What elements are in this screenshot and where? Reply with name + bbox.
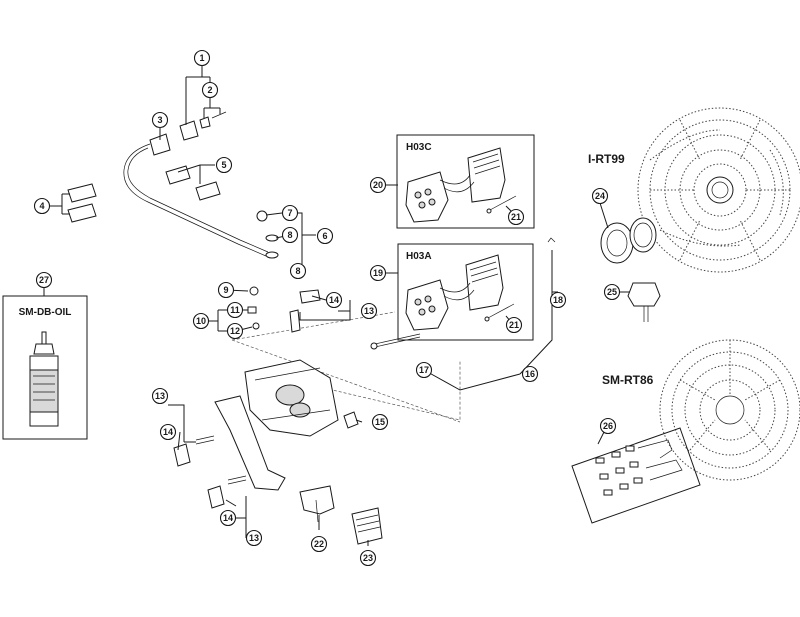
svg-text:9: 9 (223, 285, 228, 295)
svg-text:23: 23 (363, 553, 373, 563)
svg-text:14: 14 (329, 295, 339, 305)
pad-pin-drawing (370, 237, 556, 350)
svg-text:13: 13 (155, 391, 165, 401)
callout-4: 4 (33, 197, 51, 215)
svg-text:7: 7 (287, 208, 292, 218)
svg-text:10: 10 (196, 316, 206, 326)
svg-text:14: 14 (163, 427, 173, 437)
svg-text:2: 2 (207, 85, 212, 95)
callout-15: 15 (371, 413, 389, 431)
callout-8-upper: 8 (281, 226, 299, 244)
svg-text:25: 25 (607, 287, 617, 297)
callout-10: 10 (192, 312, 210, 330)
svg-text:11: 11 (230, 305, 240, 315)
svg-text:20: 20 (373, 180, 383, 190)
oil-bottle-drawing (29, 331, 59, 427)
pad-group-top-title: H03C (406, 142, 432, 153)
svg-text:8: 8 (287, 230, 292, 240)
callout-6: 6 (316, 227, 334, 245)
svg-text:12: 12 (230, 326, 240, 336)
rotor-top-drawing (637, 107, 800, 273)
svg-text:15: 15 (375, 417, 385, 427)
svg-text:5: 5 (221, 160, 226, 170)
svg-text:16: 16 (525, 369, 535, 379)
callout-27: 27 (35, 271, 53, 289)
oil-box-title: SM-DB-OIL (19, 307, 72, 318)
lockring-part (600, 217, 657, 264)
callout-24: 24 (591, 187, 609, 205)
pad-bottom-drawing (405, 254, 515, 331)
callout-2: 2 (201, 81, 219, 99)
svg-text:27: 27 (39, 275, 49, 285)
callout-21-bottom: 21 (505, 316, 523, 334)
callout-9: 9 (217, 281, 235, 299)
pad-group-top-box (396, 134, 535, 229)
pad-top-drawing (405, 147, 517, 223)
callout-14-middle: 14 (159, 423, 177, 441)
svg-text:17: 17 (419, 365, 429, 375)
svg-text:21: 21 (509, 320, 519, 330)
callout-3: 3 (151, 111, 169, 129)
rotor-bolt-kit-box (571, 427, 701, 524)
callout-21-top: 21 (507, 208, 525, 226)
svg-text:18: 18 (553, 295, 563, 305)
svg-text:14: 14 (223, 513, 233, 523)
caliper-drawing (231, 286, 461, 437)
callout-23: 23 (359, 549, 377, 567)
lockring-tool-part (627, 282, 661, 322)
svg-text:3: 3 (157, 115, 162, 125)
callout-26: 26 (599, 417, 617, 435)
callout-18: 18 (549, 291, 567, 309)
rotor-bottom-drawing (659, 339, 800, 481)
svg-text:13: 13 (249, 533, 259, 543)
callout-13-middle: 13 (151, 387, 169, 405)
svg-text:8: 8 (295, 266, 300, 276)
brake-hose-drawing (123, 111, 279, 259)
callout-14-lower: 14 (219, 509, 237, 527)
callout-13-lower: 13 (245, 529, 263, 547)
hose-cover-drawing (67, 165, 221, 223)
callout-1: 1 (193, 49, 211, 67)
pad-spring-and-pad-drawing (299, 485, 383, 545)
svg-text:21: 21 (511, 212, 521, 222)
svg-text:1: 1 (199, 53, 204, 63)
callout-11: 11 (226, 301, 244, 319)
callout-25: 25 (603, 283, 621, 301)
svg-text:22: 22 (314, 539, 324, 549)
callout-17: 17 (415, 361, 433, 379)
oil-box (2, 295, 88, 440)
svg-text:4: 4 (39, 201, 44, 211)
callout-16: 16 (521, 365, 539, 383)
callout-19: 19 (369, 264, 387, 282)
pad-group-bottom-box (397, 243, 534, 341)
svg-text:6: 6 (322, 231, 327, 241)
svg-text:26: 26 (603, 421, 613, 431)
pad-group-bottom-title: H03A (406, 251, 432, 262)
callout-7: 7 (281, 204, 299, 222)
svg-text:13: 13 (364, 306, 374, 316)
callout-12: 12 (226, 322, 244, 340)
callout-8-lower: 8 (289, 262, 307, 280)
callout-14-upper: 14 (325, 291, 343, 309)
rotor-bottom-title: SM-RT86 (602, 373, 654, 387)
callout-13-upper: 13 (360, 302, 378, 320)
svg-text:24: 24 (595, 191, 605, 201)
callout-5: 5 (215, 156, 233, 174)
rotor-top-title: I-RT99 (588, 152, 625, 166)
callout-20: 20 (369, 176, 387, 194)
svg-text:19: 19 (373, 268, 383, 278)
callout-22: 22 (310, 535, 328, 553)
